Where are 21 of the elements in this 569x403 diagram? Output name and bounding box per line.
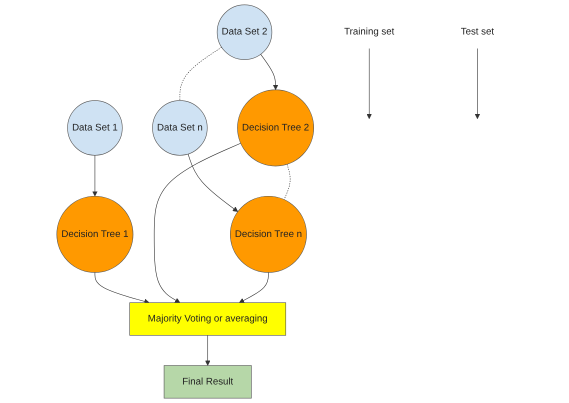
node-circle: Decision Tree 2: [237, 90, 314, 166]
node-text: Test set: [460, 26, 494, 38]
connector: [284, 164, 290, 200]
arrow: [366, 48, 372, 120]
arrow: [94, 272, 150, 304]
arrow: [205, 335, 210, 366]
connector: [180, 46, 222, 101]
arrow: [188, 154, 238, 212]
node-box: Final Result: [164, 365, 252, 398]
arrow: [239, 272, 269, 303]
node-circle: Data Set n: [152, 100, 208, 156]
node-circle: Decision Tree 1: [56, 196, 134, 273]
node-circle: Data Set 1: [67, 100, 123, 156]
node-circle: Data Set 2: [216, 4, 272, 60]
node-text: Training set: [344, 26, 394, 38]
arrow: [260, 54, 278, 90]
node-circle: Decision Tree n: [230, 196, 307, 273]
arrow: [474, 48, 480, 120]
node-box: Majority Voting or averaging: [129, 302, 286, 336]
arrow: [154, 142, 241, 303]
arrow: [92, 154, 98, 196]
